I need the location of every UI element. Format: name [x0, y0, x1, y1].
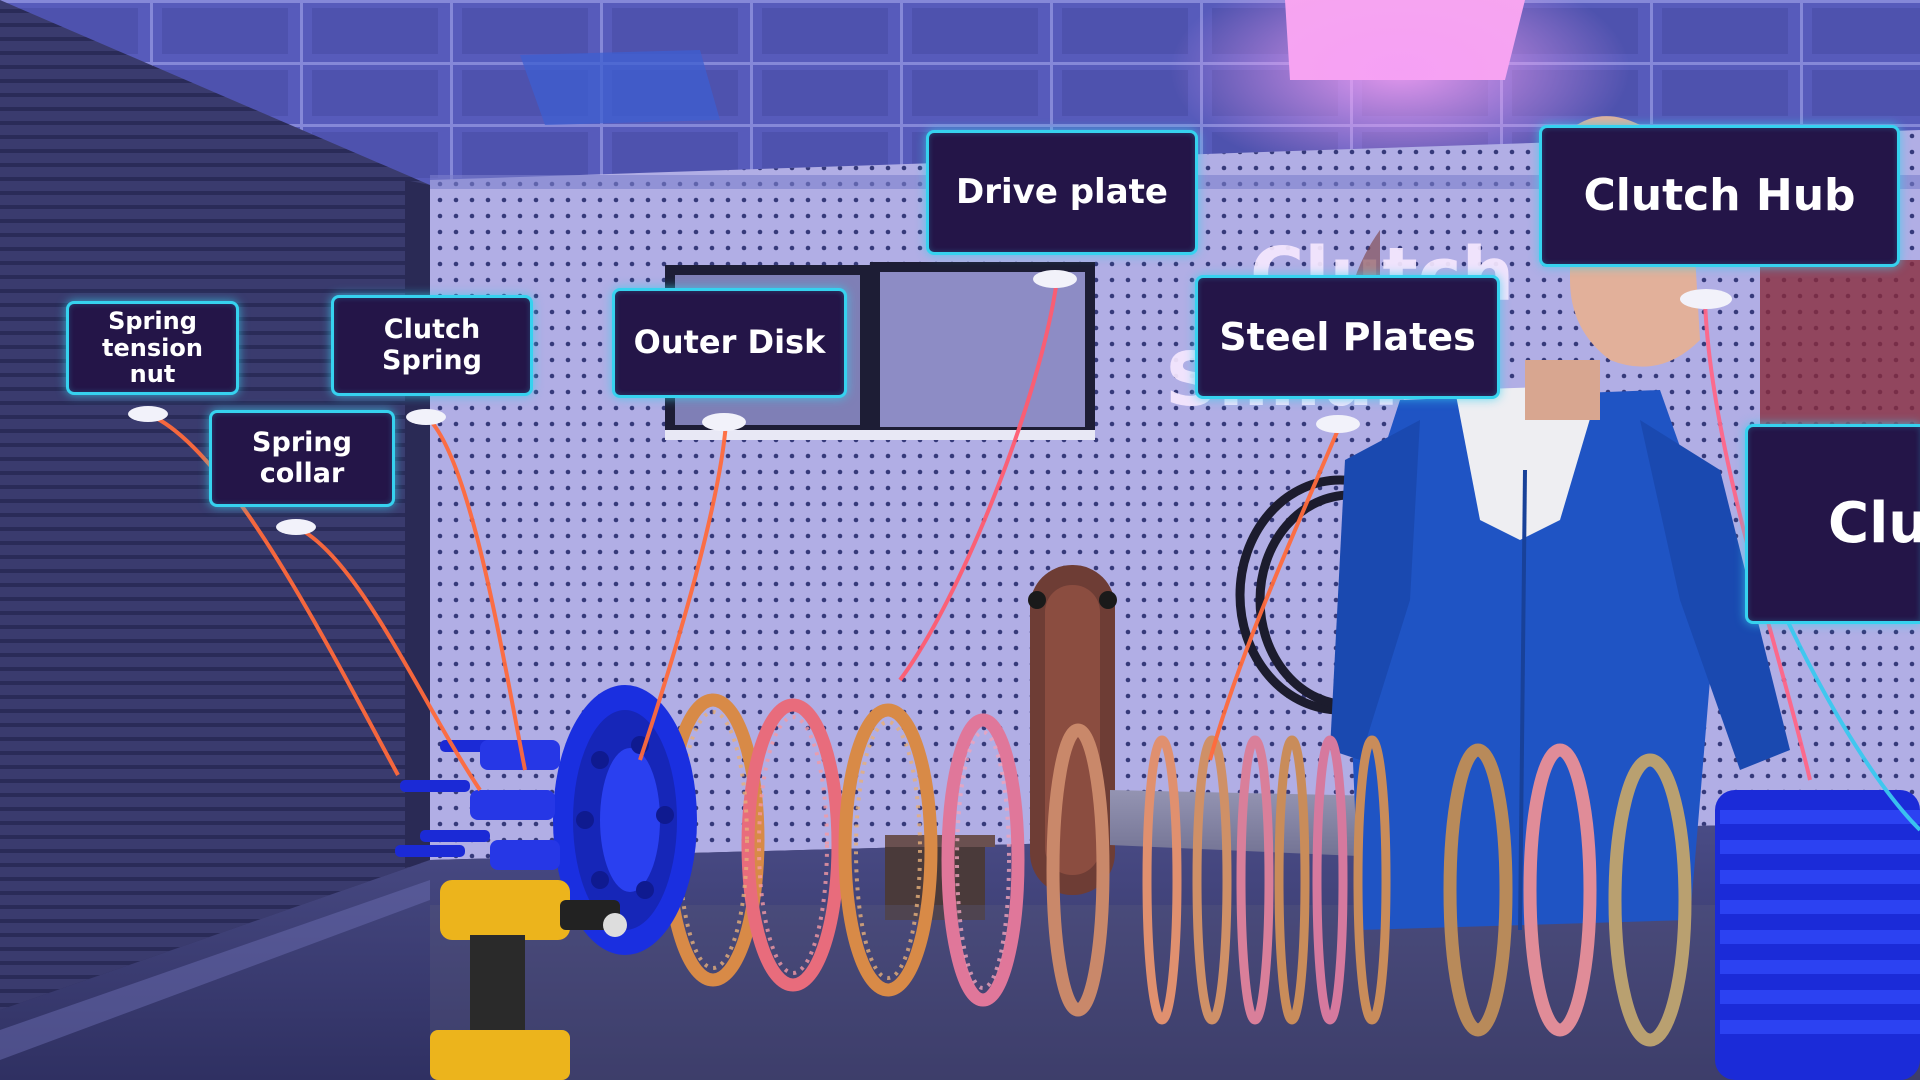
steel-ring: [1192, 735, 1232, 1025]
label-spring-collar[interactable]: Spring collar: [209, 410, 395, 507]
clutch-plate-rings: [661, 693, 1692, 1047]
anchor-pucks: [128, 270, 1732, 535]
clutch-hub-gear: [1715, 790, 1920, 1080]
friction-ring: [838, 703, 938, 997]
steel-ring: [1312, 735, 1348, 1025]
leader-line-spring-collar: [297, 526, 482, 792]
steel-ring: [1353, 735, 1391, 1025]
leader-line-outer-disk: [638, 422, 728, 761]
clutch-springs: [395, 740, 560, 870]
label-drive-plate[interactable]: Drive plate: [926, 130, 1198, 255]
label-clutch-spring[interactable]: Clutch Spring: [331, 295, 533, 396]
steel-ring: [1443, 743, 1513, 1037]
steel-ring: [1236, 735, 1274, 1025]
steel-ring: [1523, 743, 1597, 1037]
steel-ring: [1142, 735, 1182, 1025]
leader-line-spring-tension-nut: [149, 413, 400, 776]
label-spring-tension-nut[interactable]: Spring tension nut: [66, 301, 239, 395]
steel-ring: [1608, 753, 1692, 1047]
leader-line-steel-plates: [1208, 424, 1342, 761]
leader-line-clutch-spring: [426, 416, 527, 771]
friction-ring: [741, 698, 845, 992]
friction-ring: [941, 713, 1025, 1007]
leader-line-drive-plate: [898, 279, 1059, 682]
pressure-plate: [553, 685, 697, 955]
label-clutch-hub[interactable]: Clutch Hub: [1539, 125, 1900, 267]
ceiling-light-glow: [1170, 0, 1630, 180]
label-steel-plates[interactable]: Steel Plates: [1195, 275, 1500, 399]
label-partial-right[interactable]: Clu: [1745, 424, 1920, 624]
leader-lines: [149, 279, 1920, 832]
steel-ring: [1274, 735, 1310, 1025]
power-drill: [430, 880, 627, 1080]
ceiling-panel-blue: [520, 50, 720, 125]
friction-ring: [1046, 723, 1110, 1017]
label-outer-disk[interactable]: Outer Disk: [612, 288, 847, 398]
